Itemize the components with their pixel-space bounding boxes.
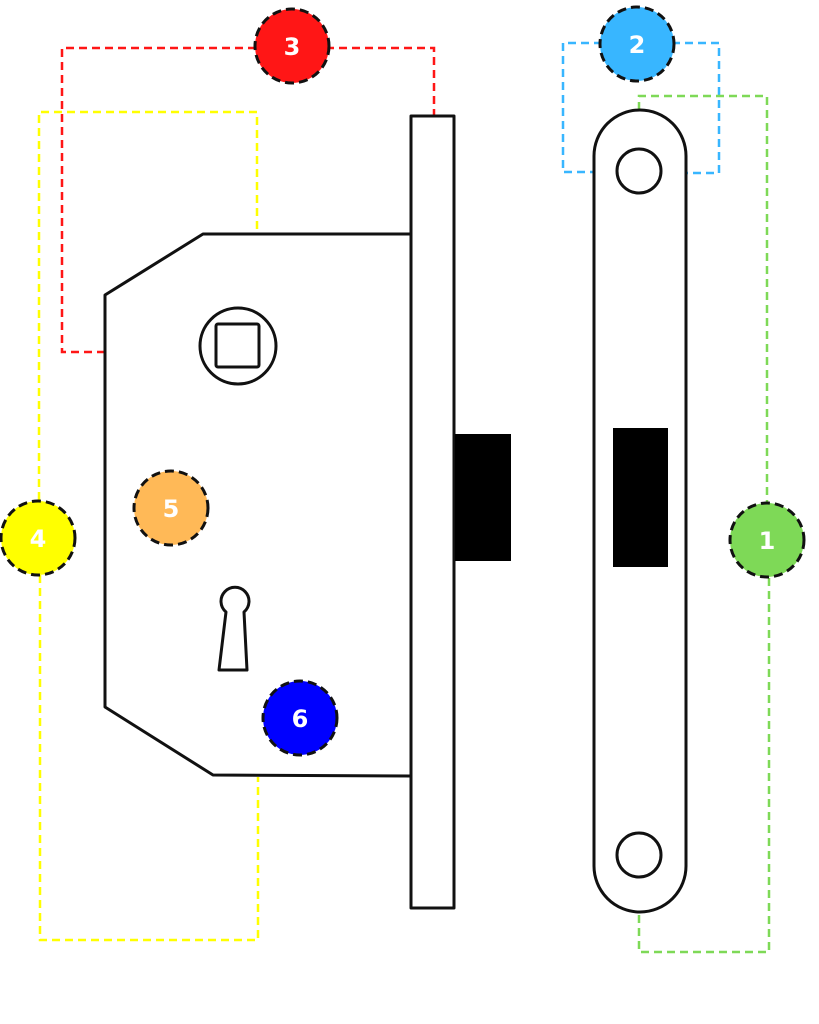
leader-line-4 bbox=[37, 110, 259, 500]
callout-circle-2 bbox=[598, 5, 676, 83]
keyhole bbox=[217, 585, 251, 672]
callout-badge-1: 1 bbox=[728, 501, 806, 579]
callout-circle-6 bbox=[261, 679, 339, 757]
callout-label-4: 4 bbox=[30, 525, 47, 553]
callout-circle-5 bbox=[132, 469, 210, 547]
callout-label-3: 3 bbox=[284, 33, 301, 61]
callout-label-6: 6 bbox=[292, 705, 309, 733]
callout-label-1: 1 bbox=[759, 527, 776, 555]
callout-circle-3 bbox=[253, 7, 331, 85]
top-screw-hole bbox=[615, 147, 663, 195]
callout-circle-1 bbox=[728, 501, 806, 579]
bottom-screw-hole bbox=[615, 831, 663, 879]
leader-line-3 bbox=[60, 46, 436, 354]
latch-bolt bbox=[455, 434, 511, 561]
callout-label-2: 2 bbox=[629, 31, 646, 59]
callout-circle-4 bbox=[0, 499, 77, 577]
callout-badge-4: 4 bbox=[0, 499, 77, 577]
callout-badge-2: 2 bbox=[598, 5, 676, 83]
leader-line-1b bbox=[637, 578, 771, 954]
spindle-square bbox=[214, 322, 261, 369]
callout-badge-3: 3 bbox=[253, 7, 331, 85]
callout-badge-5: 5 bbox=[132, 469, 210, 547]
leader-line-1 bbox=[637, 94, 769, 502]
strike-opening bbox=[613, 428, 668, 567]
callout-label-5: 5 bbox=[163, 495, 180, 523]
forend-plate bbox=[409, 114, 456, 910]
leader-line-4b bbox=[38, 575, 260, 942]
callout-badge-6: 6 bbox=[261, 679, 339, 757]
